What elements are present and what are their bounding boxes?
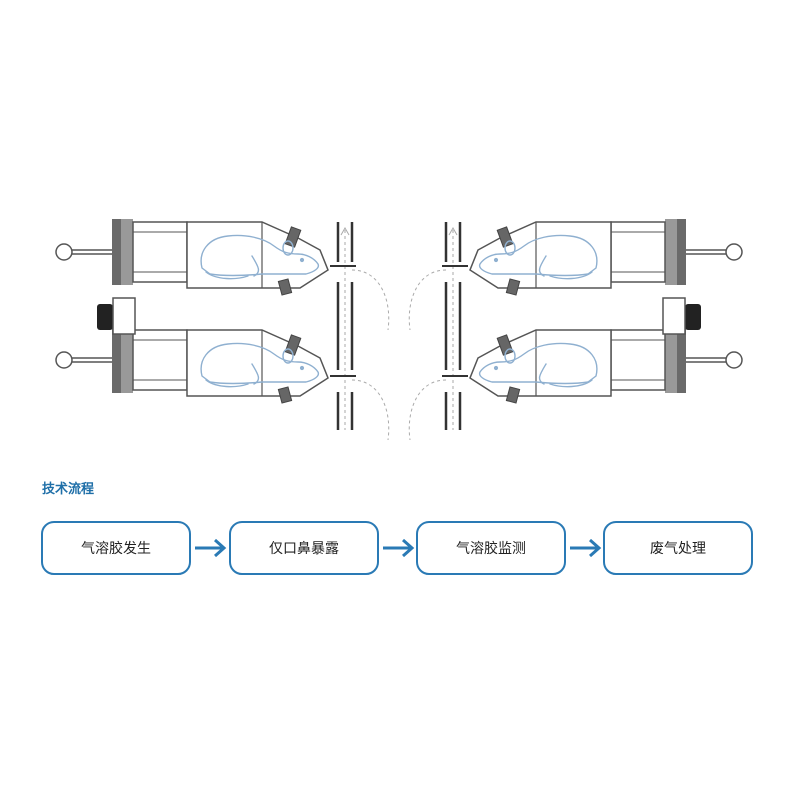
restraint-tube-bottom-right xyxy=(470,327,742,403)
restraint-tube-top-left xyxy=(56,219,328,295)
restraint-tube-top-right xyxy=(470,219,742,295)
section-title: 技术流程 xyxy=(42,482,95,497)
flow-step-aerosol-monitoring: 气溶胶监测 xyxy=(416,521,566,575)
flow-step-exhaust-treatment: 废气处理 xyxy=(603,521,753,575)
flow-step-label: 废气处理 xyxy=(650,541,706,557)
exposure-tube-diagram xyxy=(0,0,798,441)
flow-step-label: 气溶胶监测 xyxy=(456,541,526,557)
flow-step-label: 气溶胶发生 xyxy=(81,541,151,557)
arrow-right-icon xyxy=(570,538,602,558)
flow-step-label: 仅口鼻暴露 xyxy=(269,541,339,557)
flow-step-aerosol-generation: 气溶胶发生 xyxy=(41,521,191,575)
flow-step-nose-only-exposure: 仅口鼻暴露 xyxy=(229,521,379,575)
restraint-tube-bottom-left xyxy=(56,327,328,403)
arrow-right-icon xyxy=(383,538,415,558)
arrow-right-icon xyxy=(195,538,227,558)
